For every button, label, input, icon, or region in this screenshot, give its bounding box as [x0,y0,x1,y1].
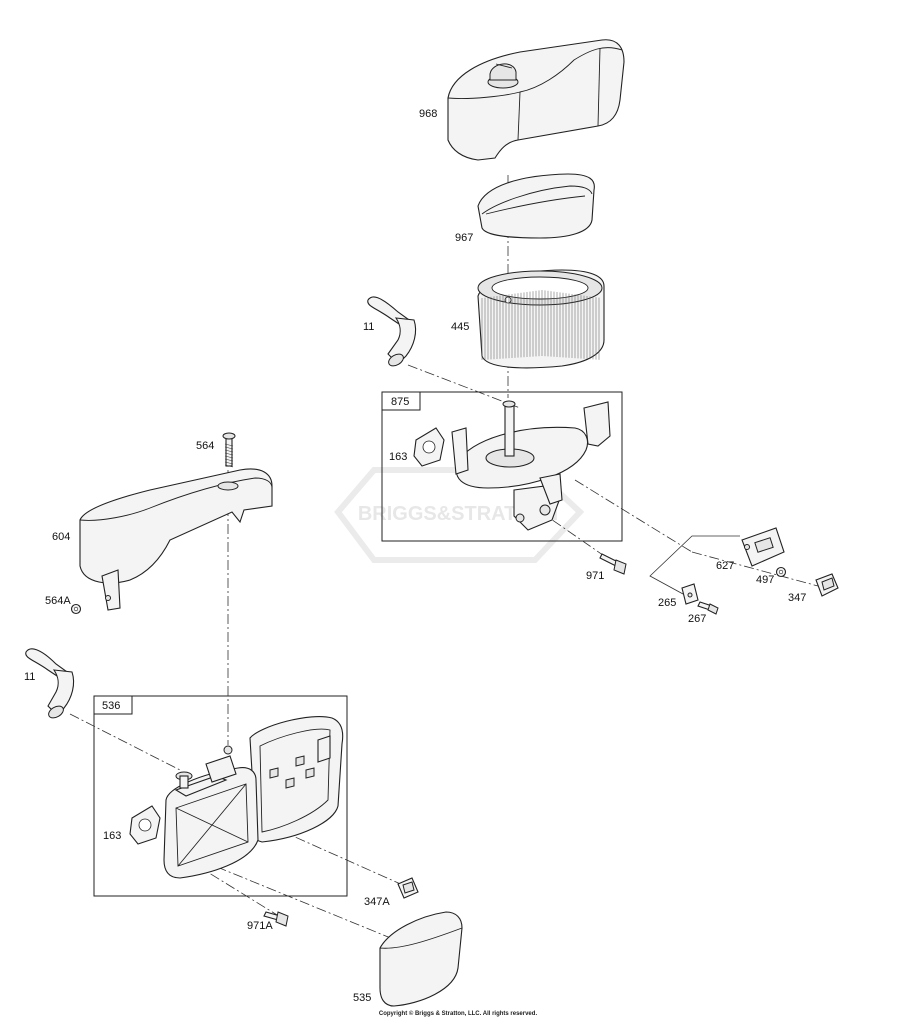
callout-564A: 564A [45,595,71,607]
part-968-air-cleaner-cover [447,39,625,161]
part-536-air-cleaner-body [163,716,344,879]
callout-535: 535 [353,992,371,1004]
part-265-clip [681,583,699,605]
part-347-switch [815,573,839,597]
assembly-box-536 [93,695,348,897]
callout-labels: 968 967 445 11 163 971 627 497 347 265 2… [24,108,806,1004]
callout-968: 968 [419,108,437,120]
leader-627-265 [649,535,740,595]
part-627-bracket-plate [741,527,785,567]
callout-163-bottom: 163 [103,830,121,842]
callout-11-bottom: 11 [24,671,35,683]
part-497-nut [775,566,787,578]
part-971A-bolt [263,911,289,927]
callout-971: 971 [586,570,604,582]
assembly-label-536: 536 [102,700,120,712]
assembly-label-box-875 [381,391,421,411]
callout-11-top: 11 [363,321,374,333]
callout-604: 604 [52,531,70,543]
part-445-air-filter [477,269,605,369]
part-163-gasket-top [413,427,445,467]
watermark-text: BRIGGS&STRATTON [358,503,558,525]
callout-267: 267 [688,613,706,625]
part-971-bolt [599,553,627,575]
callout-497: 497 [756,574,774,586]
part-535-foam-pre-filter [379,911,463,1007]
part-11-breather-tube-bottom [25,648,75,719]
part-604-cover [79,468,273,611]
callout-347A: 347A [364,896,390,908]
callout-445: 445 [451,321,469,333]
part-11-breather-tube-top [367,296,417,367]
callout-347: 347 [788,592,806,604]
copyright-notice: Copyright © Briggs & Stratton, LLC. All … [378,1011,538,1017]
callout-163-top: 163 [389,451,407,463]
assembly-label-875: 875 [391,396,409,408]
callout-967: 967 [455,232,473,244]
assembly-label-box-536 [93,695,133,715]
callout-265: 265 [658,597,676,609]
callout-971A: 971A [247,920,273,932]
part-564A-nut [70,603,82,615]
part-267-screw [697,601,719,615]
watermark-logo: BRIGGS&STRATTON [334,467,585,563]
part-163-gasket-bottom [129,805,161,845]
part-564-screw [222,432,236,468]
assembly-box-875 [381,391,623,542]
callout-564: 564 [196,440,214,452]
callout-627: 627 [716,560,734,572]
part-347A-switch [397,877,419,899]
part-967-pre-cleaner [477,173,595,239]
part-875-air-cleaner-base [451,400,611,531]
